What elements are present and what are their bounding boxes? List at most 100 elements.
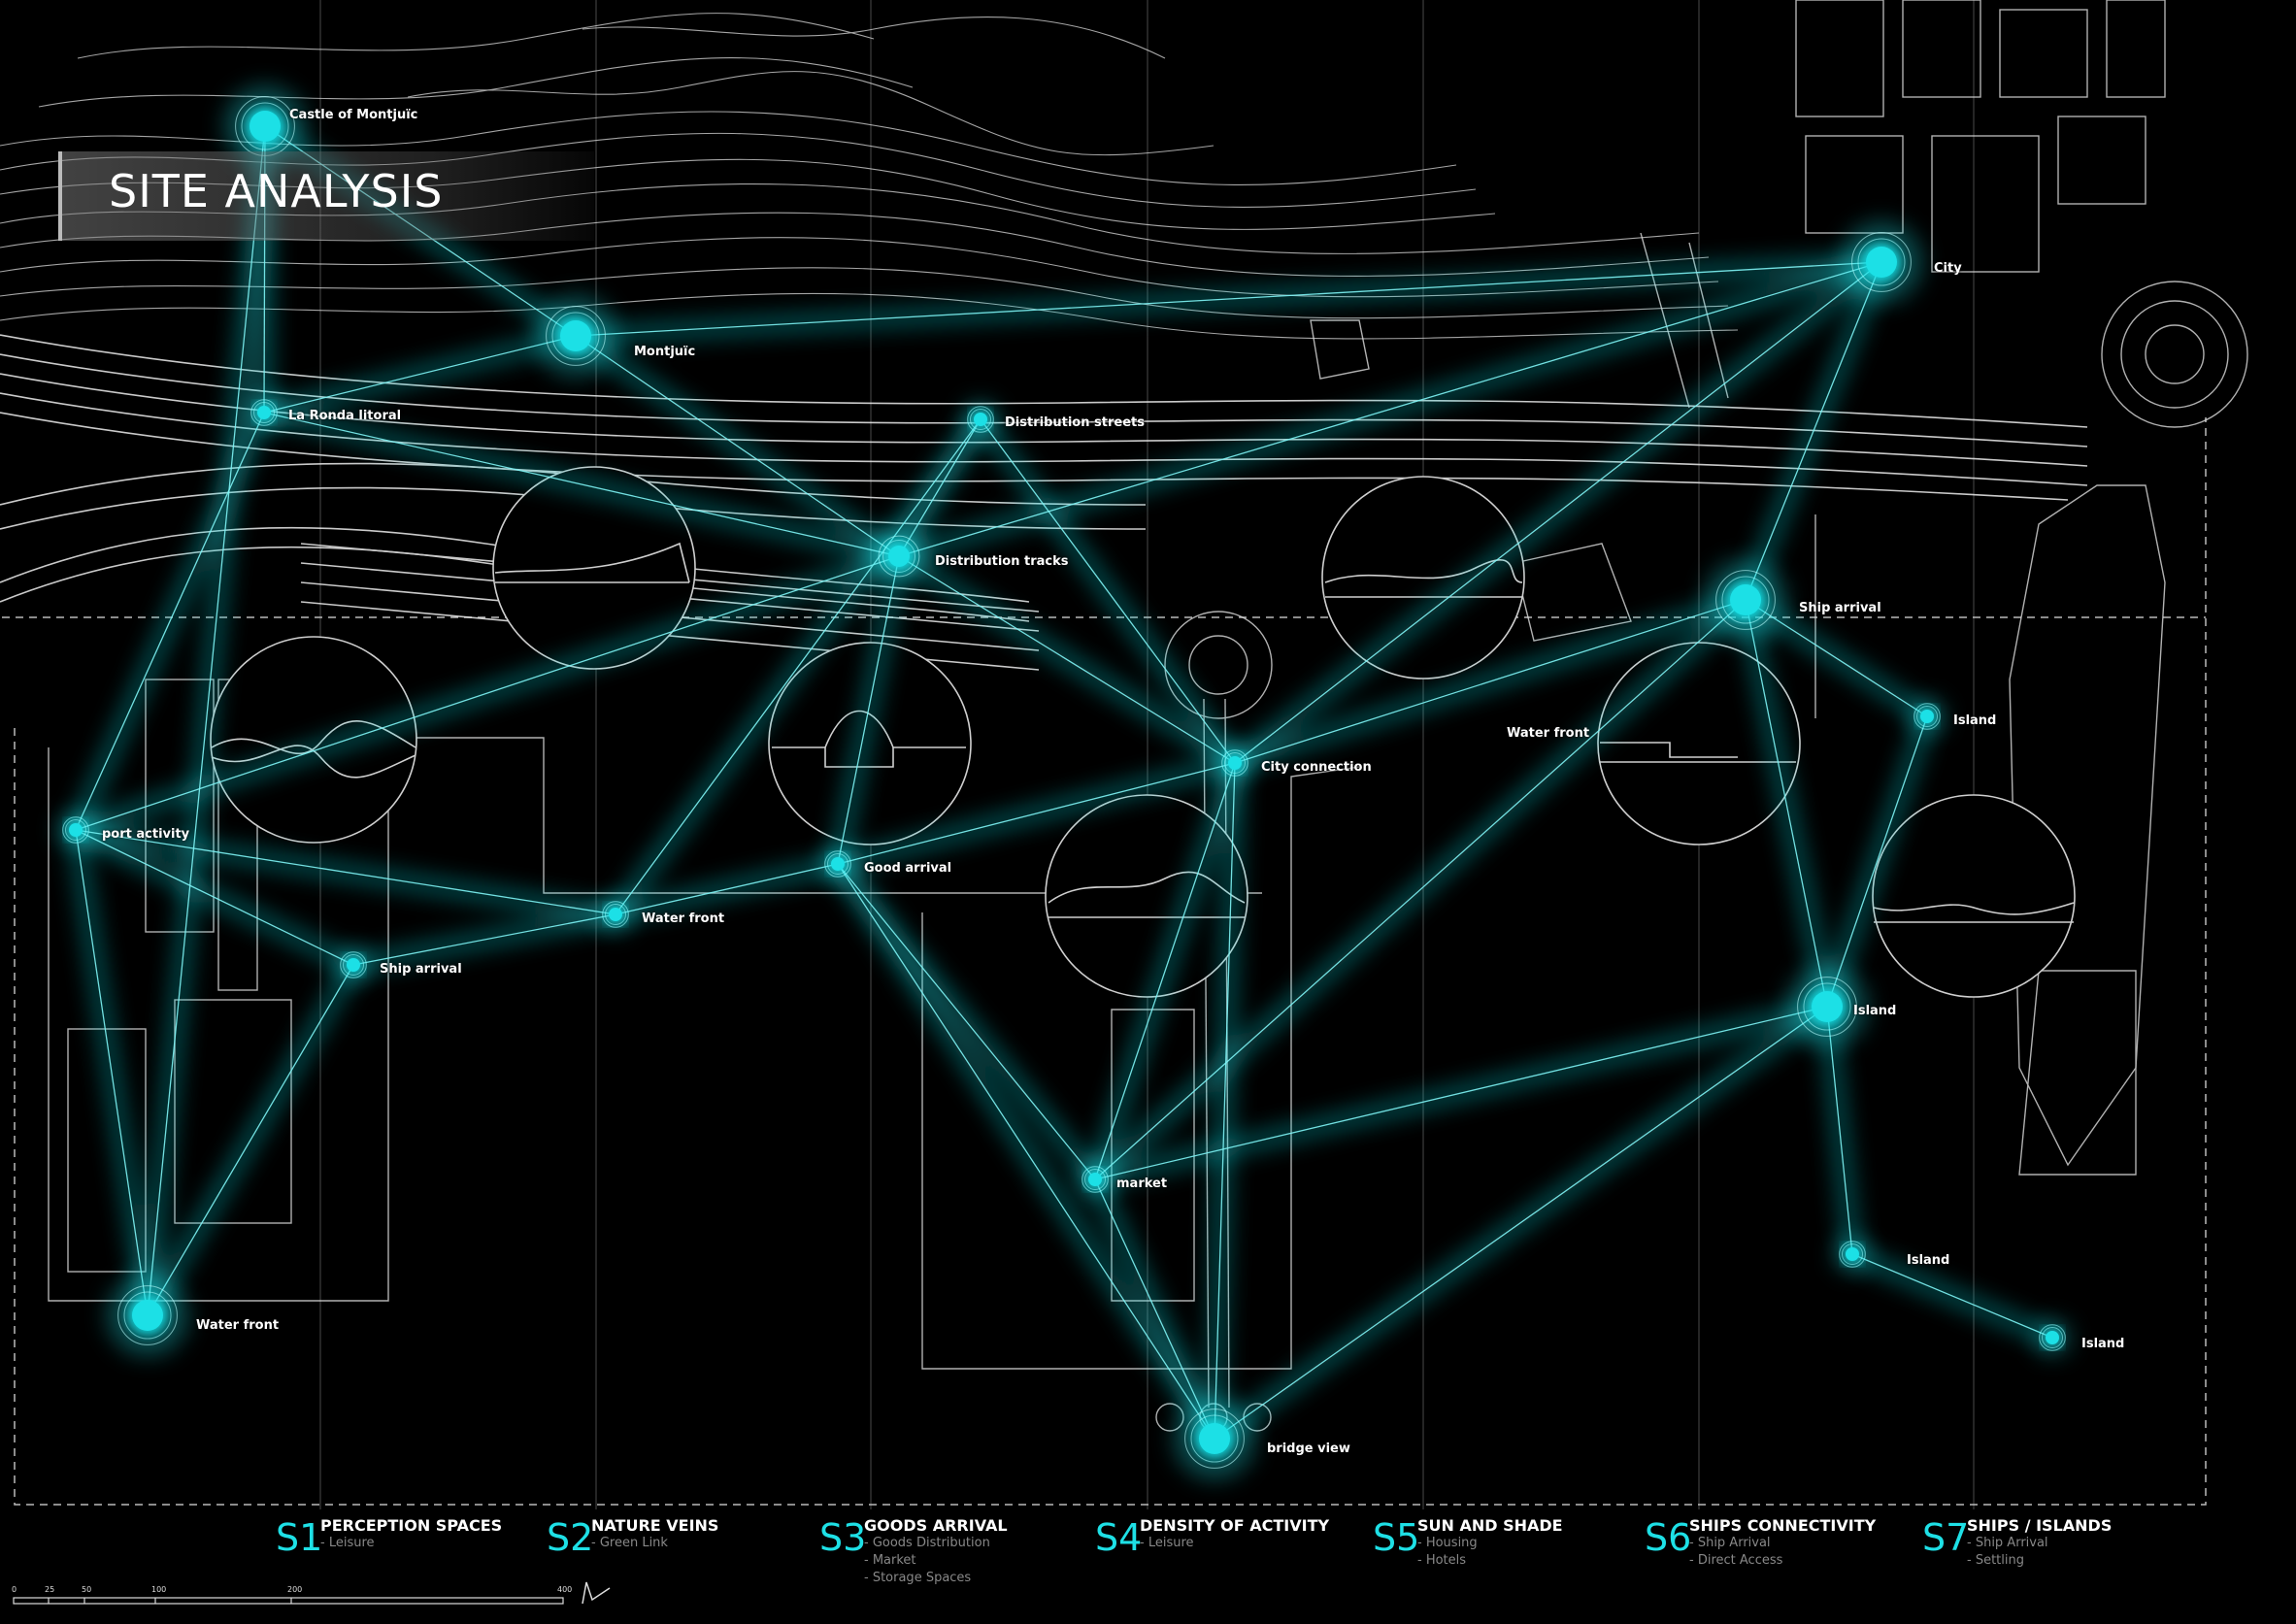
- node-marker-island-s1: [1846, 1247, 1859, 1261]
- node-ring: [882, 540, 915, 573]
- node-ring: [605, 904, 626, 925]
- legend-subitem: - Green Link: [591, 1536, 668, 1550]
- node-ring: [1797, 977, 1857, 1037]
- connection-line: [980, 418, 1236, 764]
- legend-title: GOODS ARRIVAL: [864, 1516, 1008, 1535]
- node-marker-city-conn: [1228, 756, 1242, 770]
- legend-title: SHIPS CONNECTIVITY: [1689, 1516, 1877, 1535]
- place-label-island-s2: Island: [2081, 1337, 2125, 1351]
- place-label-water-front-c: Water front: [642, 911, 725, 926]
- node-ring: [1842, 1243, 1863, 1265]
- connection-line: [837, 555, 900, 865]
- connection-line: [1745, 261, 1882, 601]
- connection-line: [75, 829, 354, 966]
- place-label-island-ne: Island: [1953, 713, 1997, 728]
- place-label-port: port activity: [102, 827, 190, 842]
- node-ring: [551, 312, 600, 360]
- node-ring: [1839, 1241, 1866, 1268]
- connection-line: [615, 863, 839, 915]
- node-marker-bridge: [1199, 1423, 1230, 1454]
- connection-line: [147, 125, 266, 1316]
- legend-subitem: - Goods Distribution: [864, 1536, 990, 1550]
- place-label-ship-arrival-e: Ship arrival: [1799, 601, 1881, 615]
- node-ring: [340, 951, 367, 978]
- node-ring: [117, 1285, 178, 1345]
- node-ring: [546, 306, 606, 366]
- node-marker-island-c: [1812, 991, 1843, 1022]
- connection-line: [1094, 1178, 1215, 1440]
- scale-bar: [13, 1597, 564, 1605]
- place-label-city: City: [1934, 261, 1962, 276]
- node-ring: [1916, 706, 1938, 727]
- legend-code: S7: [1922, 1516, 1970, 1559]
- connection-line: [1214, 762, 1236, 1440]
- place-label-island-s1: Island: [1907, 1253, 1950, 1268]
- connection-line: [1234, 599, 1747, 764]
- node-marker-city: [1866, 247, 1897, 278]
- section-circle-s2: [492, 466, 696, 670]
- legend-title: NATURE VEINS: [591, 1516, 719, 1535]
- connection-line: [837, 863, 1096, 1180]
- connection-line: [147, 964, 354, 1316]
- legend-subitem: - Settling: [1967, 1553, 2024, 1568]
- legend-subitem: - Hotels: [1417, 1553, 1467, 1568]
- place-label-bridge: bridge view: [1267, 1442, 1350, 1456]
- scale-tick-label: 0: [12, 1585, 17, 1594]
- page-title: SITE ANALYSIS: [109, 165, 444, 217]
- legend-code: S6: [1645, 1516, 1692, 1559]
- node-ring: [824, 850, 851, 878]
- place-label-ronda: La Ronda litoral: [288, 409, 402, 423]
- node-marker-ship-arrival-e: [1730, 584, 1761, 615]
- north-arrow-icon: [582, 1581, 611, 1605]
- node-network: [57, 85, 2071, 1479]
- place-label-montjuic: Montjuïc: [634, 345, 696, 359]
- node-ring: [65, 819, 86, 841]
- node-marker-montjuic: [560, 320, 591, 351]
- section-diagrams: [210, 466, 2076, 998]
- node-ring: [1721, 576, 1770, 624]
- node-ring: [241, 102, 289, 150]
- legend-subitem: - Direct Access: [1689, 1553, 1783, 1568]
- section-circle-s7: [1872, 794, 2076, 998]
- legend-title: SUN AND SHADE: [1417, 1516, 1563, 1535]
- node-ring: [1851, 232, 1912, 292]
- connection-line: [263, 412, 900, 557]
- connection-line: [837, 762, 1236, 865]
- node-ring: [62, 816, 89, 844]
- connection-line: [263, 335, 577, 414]
- connection-line: [837, 863, 1215, 1440]
- node-ring: [1224, 752, 1246, 774]
- node-ring: [1913, 703, 1941, 730]
- connection-line: [75, 555, 900, 831]
- node-ring: [1221, 749, 1248, 777]
- connection-line: [575, 335, 900, 557]
- node-marker-port: [69, 823, 83, 837]
- connection-line: [352, 913, 616, 966]
- legend-code: S4: [1095, 1516, 1143, 1559]
- connection-line: [575, 261, 1882, 337]
- node-marker-castle: [250, 111, 281, 142]
- node-ring: [343, 954, 364, 976]
- connection-line: [75, 829, 616, 915]
- node-marker-good-arrival: [831, 857, 845, 871]
- legend-title: DENSITY OF ACTIVITY: [1140, 1516, 1330, 1535]
- node-ring: [1857, 238, 1906, 286]
- section-circle-s3: [768, 642, 972, 845]
- place-label-dist-tracks: Distribution tracks: [935, 554, 1069, 569]
- node-marker-water-front-w: [132, 1300, 163, 1331]
- section-circle-s1: [210, 636, 417, 844]
- place-label-dist-streets: Distribution streets: [1005, 415, 1145, 430]
- node-ring: [1803, 982, 1851, 1031]
- place-label-market: market: [1116, 1177, 1168, 1191]
- connection-line: [898, 261, 1882, 557]
- connection-line: [75, 412, 265, 831]
- node-ring: [827, 853, 849, 875]
- node-ring: [1190, 1414, 1239, 1463]
- legend-title: PERCEPTION SPACES: [320, 1516, 503, 1535]
- legend-subitem: - Leisure: [320, 1536, 375, 1550]
- legend-code: S1: [276, 1516, 323, 1559]
- node-ring: [967, 406, 994, 433]
- legend-subitem: - Leisure: [1140, 1536, 1194, 1550]
- legend-title: SHIPS / ISLANDS: [1967, 1516, 2113, 1535]
- connection-line: [75, 829, 149, 1316]
